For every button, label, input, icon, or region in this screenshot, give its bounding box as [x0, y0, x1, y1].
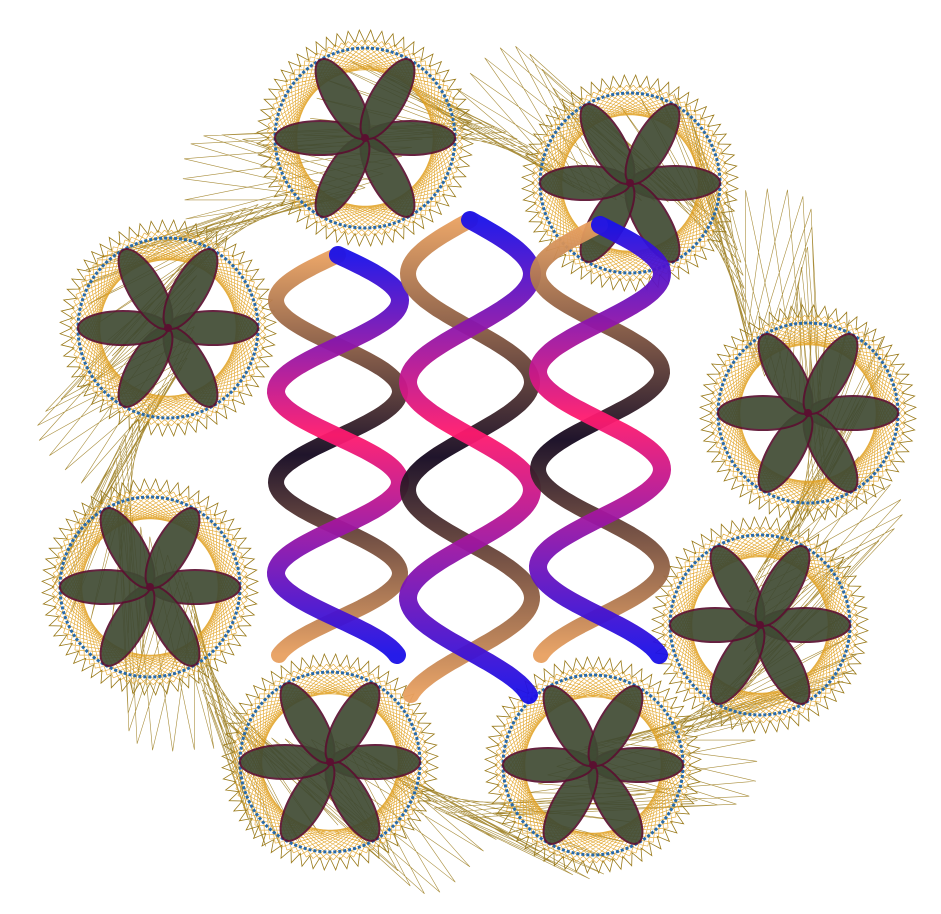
- rosette: [521, 74, 739, 292]
- rosette-center: [146, 583, 154, 591]
- helix-ribbon-blue: [528, 216, 672, 664]
- helix-ribbon-tan: [399, 212, 541, 703]
- rosette: [59, 219, 277, 437]
- rosette-center: [756, 621, 764, 629]
- rosette-center: [589, 761, 597, 769]
- helix-ribbon-blue: [398, 211, 542, 704]
- rosette-zigzag: [221, 653, 439, 871]
- rosette-center: [361, 134, 369, 142]
- helix-ribbon-blue: [266, 246, 410, 664]
- helix-group: [266, 211, 672, 704]
- rosette: [699, 304, 917, 522]
- rosette: [484, 656, 702, 874]
- rosette: [41, 478, 259, 696]
- rosette-zigzag: [59, 219, 277, 437]
- helix-ribbon-tan: [529, 217, 671, 663]
- rosette: [256, 29, 474, 247]
- rosette-zigzag: [256, 29, 474, 247]
- rosette-center: [626, 179, 634, 187]
- rosette-zigzag: [521, 74, 739, 292]
- rosette-group: [41, 29, 917, 874]
- rosette-zigzag: [699, 304, 917, 522]
- rosette-zigzag: [651, 516, 869, 734]
- rosette-zigzag: [41, 478, 259, 696]
- rosette-center: [164, 324, 172, 332]
- rosette-zigzag: [484, 656, 702, 874]
- rosette-center: [326, 758, 334, 766]
- rosette-center: [804, 409, 812, 417]
- rosette: [651, 516, 869, 734]
- rosette: [221, 653, 439, 871]
- helix-ribbon-tan: [267, 247, 409, 663]
